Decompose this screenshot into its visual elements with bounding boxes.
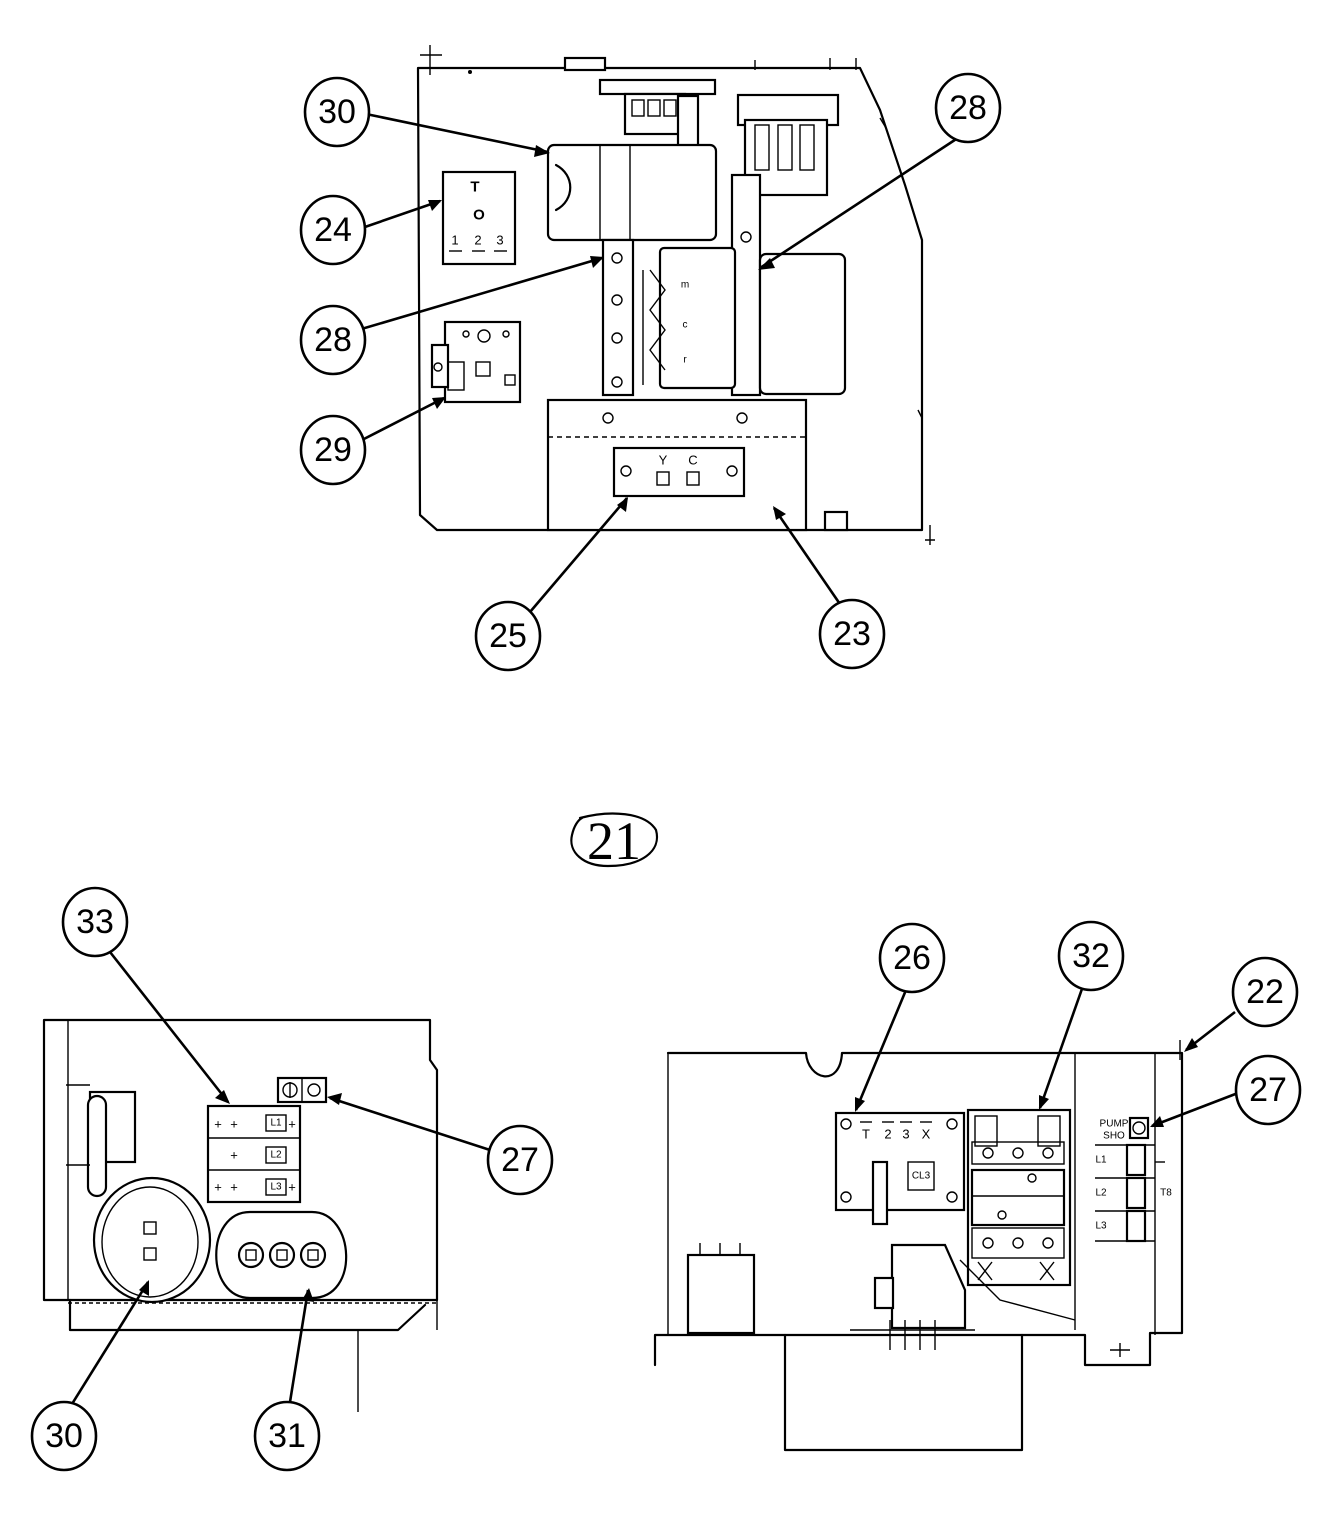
- svg-text:+: +: [288, 1180, 296, 1195]
- callout-25-label: 25: [489, 617, 527, 655]
- callout-27-left: 27: [486, 1124, 554, 1196]
- board-marking-x: X: [922, 1127, 931, 1142]
- callout-30-top-label: 30: [318, 93, 356, 131]
- callout-23-label: 23: [833, 615, 871, 653]
- svg-text:+: +: [230, 1180, 238, 1195]
- terminal-marking-y: Y: [659, 453, 668, 468]
- callout-29-label: 29: [314, 431, 352, 469]
- callout-24-label: 24: [314, 211, 352, 249]
- contactor-marking-l3: L3: [1095, 1221, 1107, 1232]
- assembly-label-21: 21: [570, 811, 659, 871]
- board-marking-2: 2: [884, 1127, 891, 1142]
- bottom-right-box: T 2 3 X CL3 L1 L2 L3 T8: [653, 1040, 1184, 1452]
- contactor-marking-t: T8: [1160, 1188, 1172, 1199]
- callout-28-left: 28: [299, 304, 367, 376]
- terminal-marking-c: C: [688, 453, 697, 468]
- svg-text:+: +: [214, 1180, 222, 1195]
- bottom-left-box: + + + + + L1 L2 L3 + +: [42, 1018, 439, 1412]
- callout-33: 33: [61, 886, 129, 958]
- top-control-box: T O 1 2 3 m c r: [416, 45, 935, 545]
- svg-text:c: c: [683, 320, 688, 331]
- callout-30-top: 30: [303, 76, 371, 148]
- callout-31: 31: [253, 1400, 321, 1472]
- callout-26-label: 26: [893, 939, 931, 977]
- callout-27-right: 27: [1234, 1054, 1302, 1126]
- bottom-right-leader-lines: [854, 985, 1239, 1128]
- callout-32-label: 32: [1072, 937, 1110, 975]
- block-marking-l2: L2: [270, 1150, 282, 1161]
- callout-25: 25: [474, 600, 542, 672]
- svg-text:+: +: [230, 1117, 238, 1132]
- svg-text:m: m: [681, 280, 689, 291]
- contactor-marking-l2: L2: [1095, 1188, 1107, 1199]
- board-marking-cl: CL3: [912, 1171, 931, 1182]
- callout-28-right: 28: [934, 72, 1002, 144]
- contactor-marking-l1: L1: [1095, 1155, 1107, 1166]
- callout-31-label: 31: [268, 1417, 306, 1455]
- callout-30-bottom-label: 30: [45, 1417, 83, 1455]
- block-marking-l3: L3: [270, 1182, 282, 1193]
- relay-marking-o: O: [473, 207, 485, 224]
- callout-33-label: 33: [76, 903, 114, 941]
- callout-22: 22: [1231, 956, 1299, 1028]
- callout-24: 24: [299, 194, 367, 266]
- relay-marking-2: 2: [474, 233, 481, 248]
- callout-26: 26: [878, 922, 946, 994]
- callout-29: 29: [299, 414, 367, 486]
- callout-28-right-label: 28: [949, 89, 987, 127]
- svg-text:+: +: [214, 1117, 222, 1132]
- callout-27-left-label: 27: [501, 1141, 539, 1179]
- callout-23: 23: [818, 598, 886, 670]
- callout-32: 32: [1057, 920, 1125, 992]
- top-leader-lines: [357, 112, 971, 613]
- callout-27-right-label: 27: [1249, 1071, 1287, 1109]
- bottom-left-leader-lines: [70, 951, 491, 1405]
- relay-marking-1: 1: [451, 233, 458, 248]
- svg-text:r: r: [683, 355, 687, 366]
- svg-text:+: +: [230, 1148, 238, 1163]
- svg-text:+: +: [288, 1117, 296, 1132]
- pump-label: PUMP: [1100, 1119, 1129, 1130]
- pump-sub-label: SHO: [1103, 1131, 1125, 1142]
- callout-22-label: 22: [1246, 973, 1284, 1011]
- board-marking-t: T: [862, 1127, 870, 1142]
- board-marking-3: 3: [902, 1127, 909, 1142]
- callout-30-bottom: 30: [30, 1400, 98, 1472]
- relay-marking-3: 3: [496, 233, 503, 248]
- relay-marking-t: T: [470, 179, 479, 196]
- assembly-number: 21: [587, 811, 641, 871]
- block-marking-l1: L1: [270, 1118, 282, 1129]
- callout-28-left-label: 28: [314, 321, 352, 359]
